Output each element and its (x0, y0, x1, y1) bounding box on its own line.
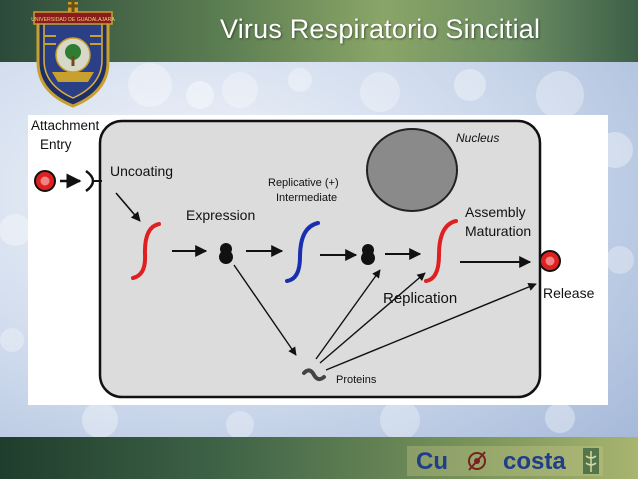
virion-released (539, 250, 561, 272)
arrow-to-proteins (233, 264, 297, 356)
footer-bar (0, 437, 638, 479)
footer-cu-text: Cu (416, 448, 448, 475)
label-entry: Entry (40, 137, 72, 152)
cucosta-logo (407, 446, 603, 476)
label-uncoating: Uncoating (110, 163, 174, 179)
label-expression: Expression (186, 207, 256, 223)
label-intermediate: Intermediate (276, 192, 338, 204)
proteins-to-replication-arrow-2 (319, 272, 426, 364)
slide-title: Virus Respiratorio Sincitial (220, 14, 541, 44)
label-replication: Replication (383, 290, 458, 307)
ribosome-icon-1 (219, 243, 233, 264)
replication-cycle-figure: Attachment Entry Uncoating Expression Re… (28, 115, 608, 405)
university-seal-logo: UNIVERSIDAD DE GUADALAJARA (31, 0, 115, 108)
label-assembly: Assembly (465, 204, 526, 220)
genome-strand-red-1 (131, 222, 161, 280)
label-maturation: Maturation (465, 223, 532, 239)
proteins-to-release-arrow (325, 282, 537, 371)
nucleus (366, 128, 458, 212)
proteins-to-replication-arrow-1 (315, 269, 381, 360)
replicative-intermediate-strand (285, 221, 320, 283)
label-proteins: Proteins (336, 374, 377, 386)
seal-text: UNIVERSIDAD DE GUADALAJARA (31, 17, 115, 23)
genome-strand-red-2 (424, 219, 458, 283)
uncoating-arrow (115, 192, 141, 222)
label-nucleus: Nucleus (456, 131, 500, 145)
footer-costa-text: costa (503, 448, 566, 475)
protein-icon (302, 368, 326, 382)
virion-entering (34, 170, 56, 192)
ribosome-icon-2 (361, 244, 375, 265)
label-replicative: Replicative (+) (268, 177, 339, 189)
diagram-canvas (34, 119, 561, 399)
label-release: Release (543, 285, 595, 301)
label-attachment: Attachment (31, 118, 100, 133)
receptor (85, 169, 95, 193)
